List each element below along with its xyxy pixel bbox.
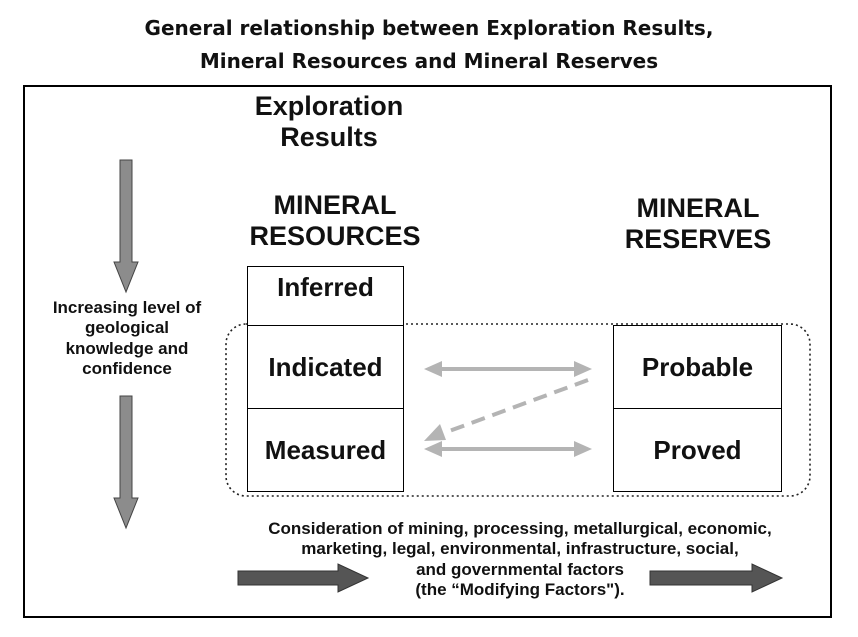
footer-line-2: marketing, legal, environmental, infrast… — [301, 539, 739, 559]
probable-box: Probable — [613, 325, 782, 410]
side-label-line-4: confidence — [82, 359, 172, 379]
down-arrow-upper-icon — [113, 159, 139, 294]
side-label-line-2: geological — [84, 318, 170, 338]
indicated-box: Indicated — [247, 325, 404, 410]
reserves-heading-line-1: MINERAL — [636, 193, 760, 223]
footer-line-1: Consideration of mining, processing, met… — [268, 519, 772, 538]
reserves-heading-line-2: RESERVES — [624, 223, 772, 254]
side-label-line-3: knowledge and — [65, 338, 189, 358]
side-label-line-1: Increasing level of — [52, 298, 202, 317]
down-arrow-lower-icon — [113, 395, 139, 530]
proved-box: Proved — [613, 408, 782, 492]
footer-line-3: and governmental factors — [416, 559, 624, 579]
diagram-frame — [23, 85, 832, 618]
modifying-factors-left-arrow-icon — [237, 563, 370, 593]
inferred-box: Inferred — [247, 266, 404, 327]
mineral-reserves-heading: MINERAL RESERVES — [598, 193, 798, 254]
probable-to-measured-dashed-arrow — [424, 378, 589, 441]
exploration-line-1: Exploration — [254, 91, 404, 121]
mineral-resources-heading: MINERAL RESOURCES — [230, 190, 440, 251]
exploration-results-label: Exploration Results — [224, 91, 434, 152]
measured-proved-arrow — [424, 441, 592, 457]
resources-heading-line-2: RESOURCES — [249, 220, 421, 251]
diagram-title-line-1: General relationship between Exploration… — [144, 16, 714, 40]
confidence-side-label: Increasing level of geological knowledge… — [34, 298, 220, 380]
diagram-title-line-2: Mineral Resources and Mineral Reserves — [199, 49, 659, 73]
footer-line-4: (the “Modifying Factors"). — [415, 580, 625, 600]
exploration-line-2: Results — [280, 121, 378, 152]
modifying-factors-text: Consideration of mining, processing, met… — [205, 519, 835, 601]
measured-box: Measured — [247, 408, 404, 492]
resources-heading-line-1: MINERAL — [273, 190, 397, 220]
modifying-boundary-dotted — [225, 323, 811, 497]
indicated-probable-arrow — [424, 361, 592, 377]
modifying-factors-right-arrow-icon — [649, 563, 784, 593]
